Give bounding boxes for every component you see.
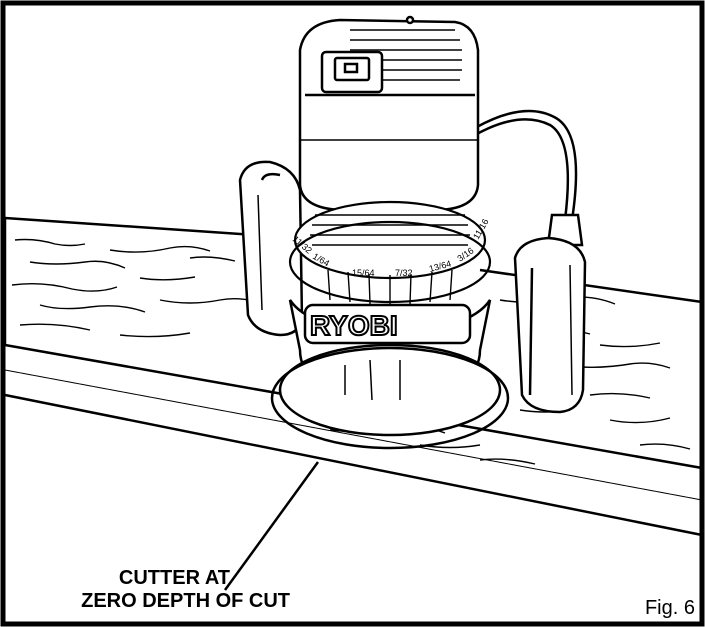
svg-text:7/32: 7/32 xyxy=(395,268,413,278)
callout-line-1: CUTTER AT xyxy=(118,567,230,589)
brand-logo: RYOBI xyxy=(310,310,398,341)
callout-line-2: ZERO DEPTH OF CUT xyxy=(81,590,290,612)
right-handle xyxy=(513,236,587,414)
cord-strain-relief xyxy=(546,213,584,247)
depth-adjustment-ring xyxy=(288,200,492,305)
power-switch xyxy=(320,50,384,94)
motor-housing xyxy=(298,15,480,212)
svg-text:15/64: 15/64 xyxy=(352,268,375,278)
callout-leader-line xyxy=(223,461,320,591)
router-base xyxy=(270,299,510,450)
figure-label: Fig. 6 xyxy=(644,597,695,619)
svg-text:11/16: 11/16 xyxy=(471,217,491,241)
power-cord xyxy=(474,109,578,221)
